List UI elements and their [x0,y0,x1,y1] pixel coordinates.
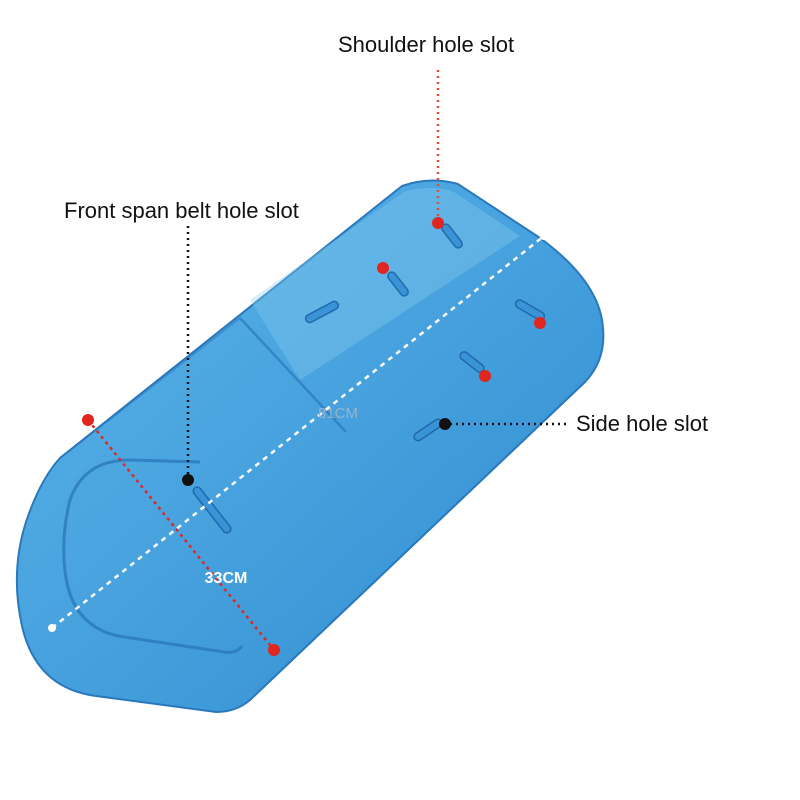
slot-upper-right [514,299,546,321]
width-dimension-label: 33CM [205,570,248,587]
pad-body [15,179,605,714]
slot-front-span [192,486,232,534]
marker-shoulder-right [432,217,444,229]
marker-front-span [182,474,194,486]
length-dashed-line [51,235,545,629]
slots [192,223,546,534]
marker-side-upper [479,370,491,382]
width-end-marker-top [82,414,94,426]
length-end-notch-top [540,232,548,240]
length-dimension-label: 81CM [318,405,358,422]
callout-side-hole-slot: Side hole slot [576,411,709,436]
fold-seam-2 [59,317,241,459]
width-dotted-line [87,419,275,651]
slot-upper-left [304,300,340,324]
marker-shoulder-left [377,262,389,274]
marker-side [439,418,451,430]
slot-shoulder-left [387,271,409,297]
width-end-marker-bottom [268,644,280,656]
head-panel-seam [62,458,244,654]
marker-upper-right [534,317,546,329]
length-end-notch-bottom [48,624,56,632]
callout-shoulder-hole-slot: Shoulder hole slot [338,32,515,57]
fold-seam-1 [239,317,347,433]
callout-front-span-belt-hole-slot: Front span belt hole slot [64,198,299,223]
